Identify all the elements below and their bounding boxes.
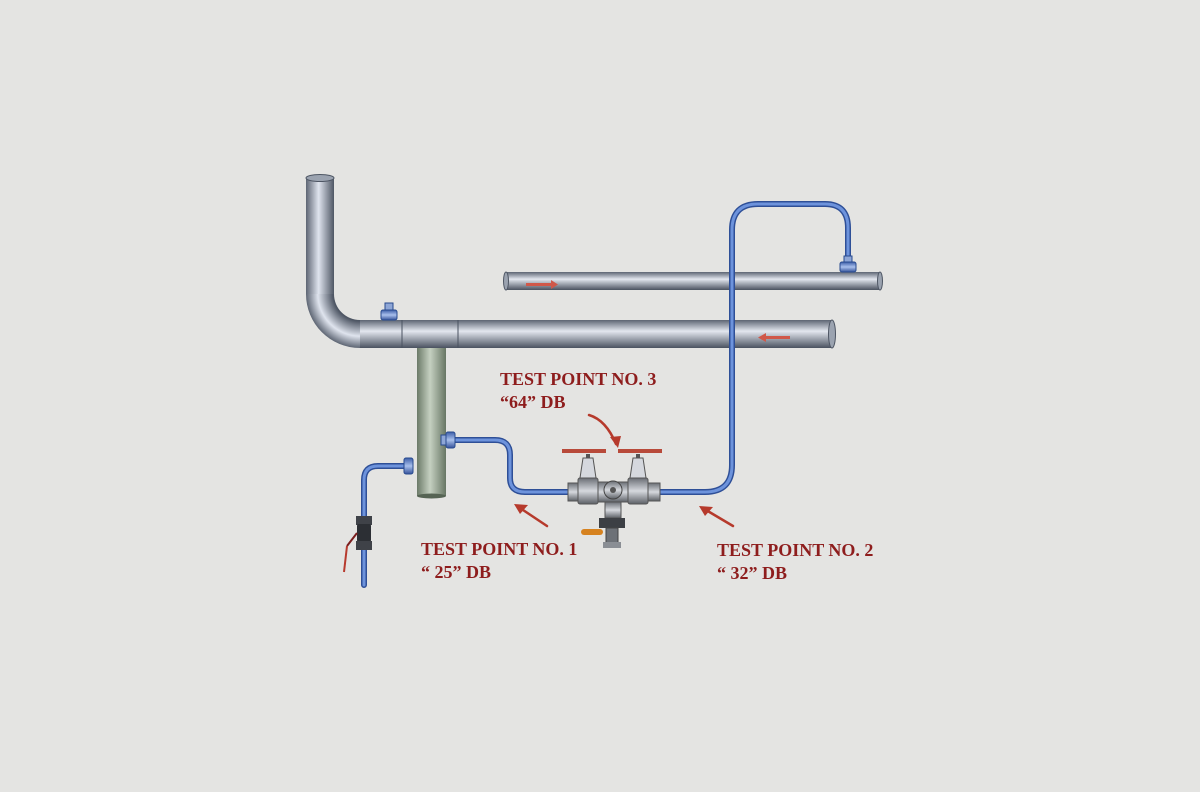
upper-process-pipe [503,271,883,291]
steam-trap-icon [562,449,662,548]
test-point-2-label: TEST POINT NO. 2 “ 32” DB [717,539,873,585]
leader-arrowhead [610,436,621,448]
flow-arrow-icon [526,280,790,342]
main-steam-pipe [305,174,836,349]
separator-pot [417,348,446,499]
test-point-reading: “ 25” DB [421,562,492,582]
test-point-title: TEST POINT NO. 2 [717,540,874,560]
test-point-reading: “64” DB [500,392,566,412]
test-point-title: TEST POINT NO. 3 [500,369,657,389]
union-fitting-icon [380,255,857,475]
test-point-title: TEST POINT NO. 1 [421,539,578,559]
ball-valve-icon [343,516,372,573]
leader-arrowhead [514,504,528,514]
leader-arrowhead [699,506,713,516]
tracer-tubing [361,201,851,588]
test-point-reading: “ 32” DB [717,563,788,583]
test-point-1-label: TEST POINT NO. 1 “ 25” DB [421,538,577,584]
test-point-3-label: TEST POINT NO. 3 “64” DB [500,368,656,414]
